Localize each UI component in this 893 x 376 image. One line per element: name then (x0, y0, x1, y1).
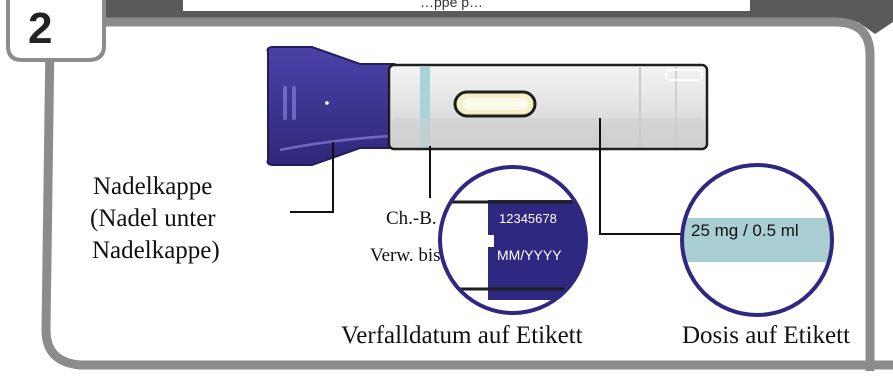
leader-lines (290, 118, 690, 235)
step-badge (6, 0, 106, 62)
expiry-format-value: MM/YYYY (497, 247, 562, 263)
batch-label: Ch.-B. (386, 208, 437, 229)
dose-caption: Dosis auf Etikett (682, 322, 851, 349)
step-header (105, 0, 893, 34)
dose-value: 25 mg / 0.5 ml (691, 221, 799, 240)
pen-body (387, 63, 709, 151)
batch-zoom-circle (438, 165, 588, 315)
step-header-text: …ppe p… (420, 0, 484, 10)
needle-cap (266, 46, 408, 166)
needle-cap-label-line3: Nadelkappe) (92, 237, 220, 264)
step-number: 2 (28, 4, 53, 53)
expiry-short-label: Verw. bis (370, 245, 441, 266)
needle-cap-label-line1: Nadelkappe (93, 173, 213, 200)
batch-number-value: 12345678 (499, 211, 557, 226)
expiry-caption: Verfalldatum auf Etikett (341, 322, 583, 349)
dose-zoom-circle (680, 163, 834, 317)
needle-cap-label-line2: (Nadel unter (90, 205, 216, 232)
